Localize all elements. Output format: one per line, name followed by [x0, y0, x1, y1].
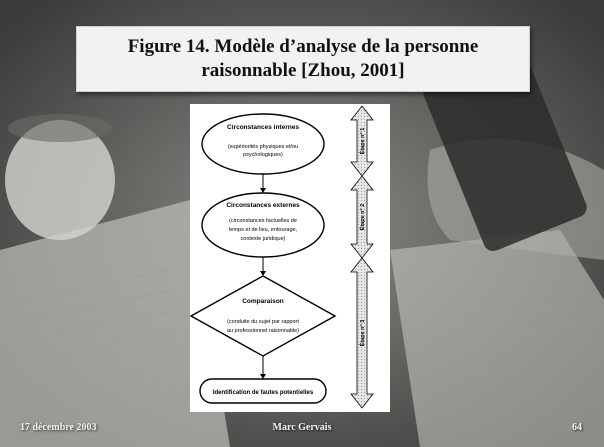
- node-2-line-1: (circonstances factuelles de: [229, 218, 297, 224]
- node-comparaison: [190, 275, 337, 357]
- stage-2-label: Étape n° 2: [358, 204, 366, 231]
- footer-date: 17 décembre 2003: [20, 422, 97, 433]
- node-1-heading: Circonstances internes: [227, 124, 299, 131]
- calculator: [423, 48, 587, 252]
- arrow-2-head: [260, 271, 266, 276]
- node-3-heading: Comparaison: [242, 298, 284, 305]
- node-2-line-2: temps et de lieu, entourage,: [229, 227, 298, 233]
- stage-3-label: Étape n° 3: [358, 320, 366, 347]
- node-3-line-1: (conduite du sujet par rapport: [227, 319, 299, 325]
- title-box: Figure 14. Modèle d’analyse de la person…: [76, 26, 530, 92]
- arrow-1-head: [260, 188, 266, 193]
- slide-title: Figure 14. Modèle d’analyse de la person…: [127, 36, 479, 81]
- footer-author: Marc Gervais: [272, 422, 332, 433]
- node-4-heading: Identification de fautes potentielles: [213, 390, 314, 396]
- node-identification: [199, 378, 327, 404]
- node-1-line-2: psychologiques): [243, 152, 283, 158]
- node-2-heading: Circonstances externes: [226, 202, 300, 209]
- node-3-line-2: au professionnel raisonnable): [227, 328, 299, 334]
- node-2-line-3: contexte juridique): [241, 236, 286, 242]
- book-right-page: [390, 230, 604, 447]
- node-1-line-1: (supériorités physiques et/ou: [228, 144, 298, 150]
- flow-diagram: Circonstances internes (supériorités phy…: [190, 104, 390, 412]
- coffee-mug: [5, 120, 115, 240]
- footer-page-number: 64: [572, 422, 582, 433]
- stage-3-arrow: [350, 257, 374, 409]
- arrow-3-head: [260, 374, 266, 379]
- flow-diagram-svg: Circonstances internes (supériorités phy…: [190, 105, 374, 409]
- stage-1-label: Étape n° 1: [358, 128, 366, 155]
